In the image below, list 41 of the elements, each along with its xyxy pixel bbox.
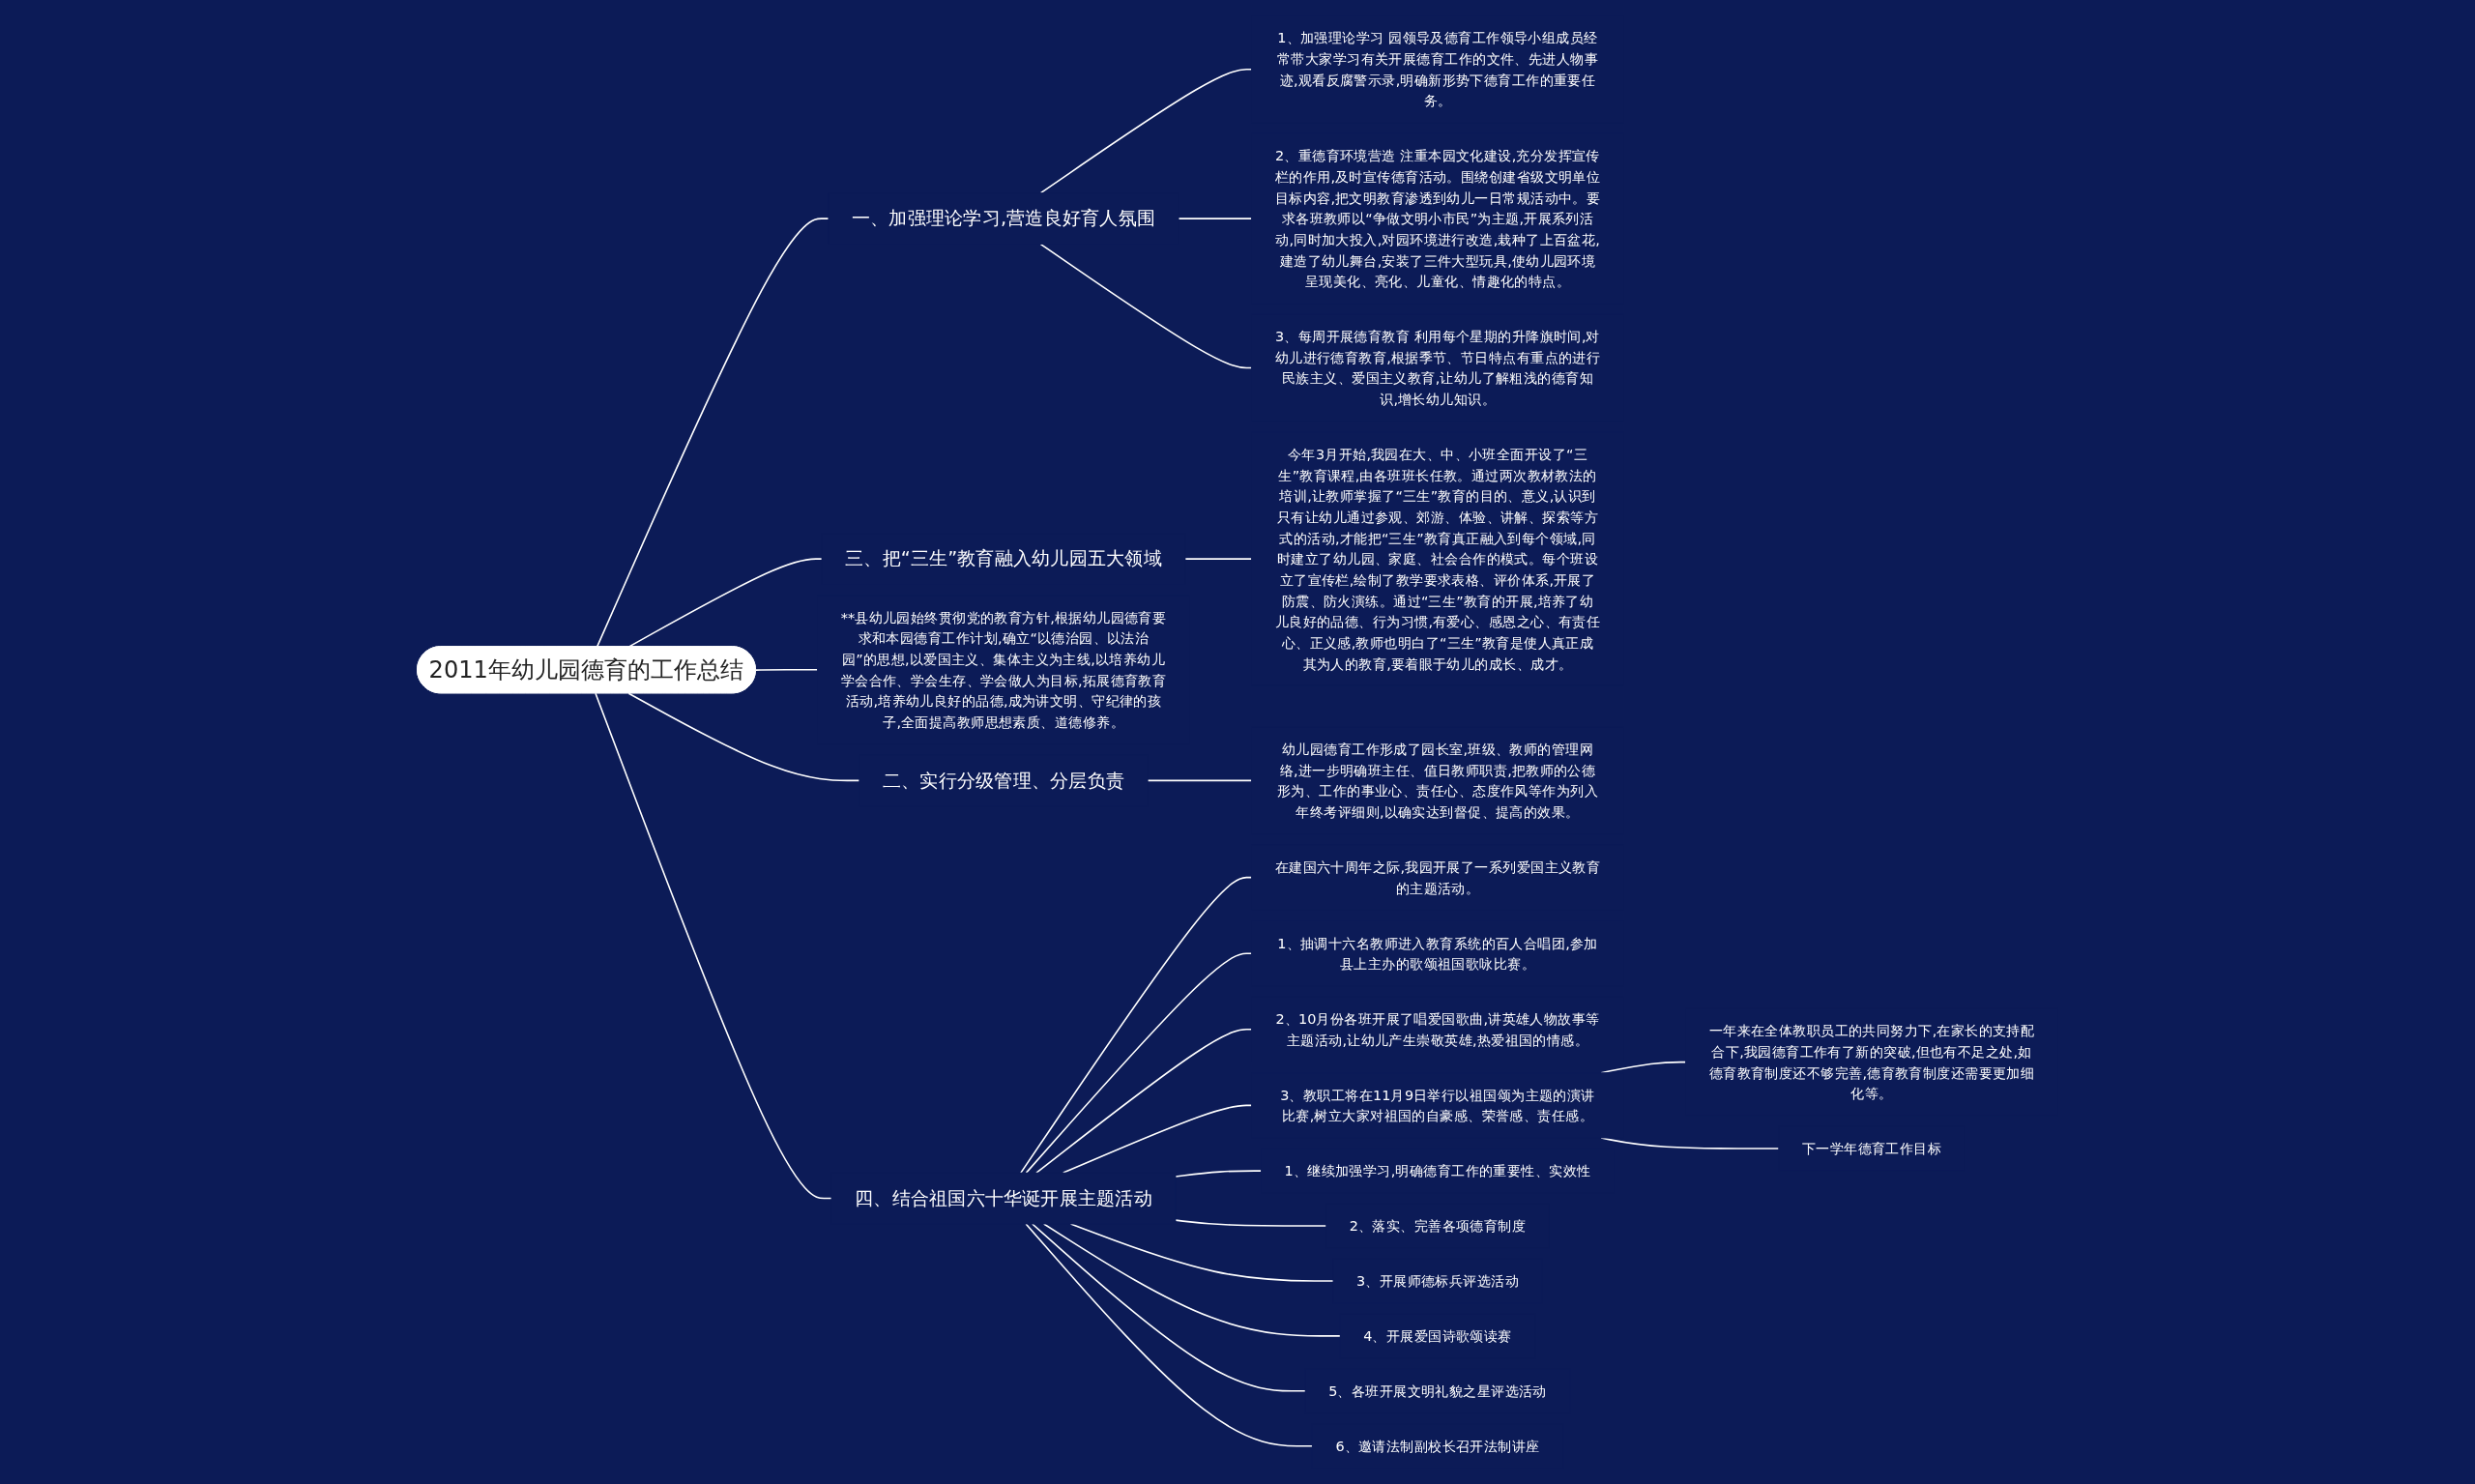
node-text: 1、继续加强学习,明确德育工作的重要性、实效性 [1284, 1162, 1591, 1179]
node-text: 二、实行分级管理、分层负责 [882, 770, 1125, 792]
connector [627, 692, 860, 782]
node-text: 1、加强理论学习 园领导及德育工作领导小组成员经常带大家学习有关开展德育工作的文件、先进人物事迹,观看反腐警示录,明确新形势下德育工作的重要任务。 [1277, 29, 1598, 109]
connector [1039, 243, 1253, 369]
connector [1147, 779, 1253, 782]
connector [1184, 558, 1253, 560]
node-text: 3、开展师德标兵评选活动 [1356, 1272, 1519, 1290]
connector [627, 558, 823, 648]
connector [1175, 1219, 1327, 1227]
node-text: **县幼儿园始终贯彻党的教育方针,根据幼儿园德育要求和本园德育工作计划,确立“以德治园、以法治园”的思想,以爱国主义、集体主义为主线,以培养幼儿学会合作、学会生存、学会做人为目标,拓展德育教育活动,培养幼儿良好的品德,成为讲文明、守纪律的孩子,全面提高教师思想素质、道德修养。 [840, 609, 1167, 731]
connector [1025, 952, 1253, 1174]
node-text: 一年来在全体教职员工的共同努力下,在家长的支持配合下,我园德育工作有了新的突破,但也有不足之处,如德育教育制度还不够完善,德育教育制度还需要更加细化等。 [1708, 1022, 2035, 1102]
node-text: 在建国六十周年之际,我园开展了一系列爱国主义教育的主题活动。 [1274, 858, 1601, 896]
connector [755, 668, 819, 671]
node-text: 2、10月份各班开展了唱爱国歌曲,讲英雄人物故事等主题活动,让幼儿产生崇敬英雄,热爱祖国的情感。 [1275, 1010, 1600, 1049]
node-text: 4、开展爱国诗歌颂读赛 [1363, 1327, 1512, 1345]
node-text: 三、把“三生”教育融入幼儿园五大领域 [845, 547, 1162, 570]
node-text: 一、加强理论学习,营造良好育人氛围 [851, 207, 1155, 230]
connector [1020, 876, 1253, 1174]
node-text: 今年3月开始,我园在大、中、小班全面开设了“三生”教育课程,由各班班长任教。通过两次教材教法的培训,让教师掌握了“三生”教育的目的、意义,认识到只有让幼儿通过参观、郊游、体验、讲解、探索等方式的活动,才能把“三生”教育真正融入到每个领域,同时建立了幼儿园、家庭、社会合作的模式。每个班设立了宣传栏,绘制了教学要求表格、评价体系,开展了防震、防火演练。通过“三生”教育的开展,培养了幼儿良好的品德、行为习惯,有爱心、感恩之心、有责任心、正义感,教师也明白了“三生”教育是使人真正成其为人的教育,要着眼于幼儿的成长、成才。 [1274, 446, 1601, 672]
node-text: 幼儿园德育工作形成了园长室,班级、教师的管理网络,进一步明确班主任、值日教师职责,把教师的公德形为、工作的事业心、责任心、态度作风等作为列入年终考评细则,以确实达到督促、提高的效果。 [1277, 741, 1598, 821]
node-text: 四、结合祖国六十华诞开展主题活动 [855, 1187, 1152, 1209]
node-text: 3、教职工将在11月9日举行以祖国颂为主题的演讲比赛,树立大家对祖国的自豪感、荣誉感、责任感。 [1280, 1087, 1595, 1124]
node-text: 下一学年德育工作目标 [1801, 1140, 1942, 1157]
connector [1178, 218, 1253, 219]
connector [1062, 1104, 1253, 1174]
node-text: 6、邀请法制副校长召开法制讲座 [1335, 1438, 1540, 1455]
node-text: 3、每周开展德育教育 利用每个星期的升降旗时间,对幼儿进行德育教育,根据季节、节日特点有重点的进行民族主义、爱国主义教育,让幼儿了解粗浅的德育知识,增长幼儿知识。 [1274, 328, 1601, 408]
connector [1175, 1170, 1263, 1178]
connector [1032, 1223, 1306, 1392]
connector [1025, 1223, 1314, 1447]
node-text: 1、抽调十六名教师进入教育系统的百人合唱团,参加县上主办的歌颂祖国歌咏比赛。 [1277, 934, 1598, 973]
connector [1039, 68, 1253, 194]
node-text: 2、重德育环境营造 注重本园文化建设,充分发挥宣传栏的作用,及时宣传德育活动。围绕创建省级文明单位目标内容,把文明教育渗透到幼儿一日常规活动中。要求各班教师以“争做文明小市民”为主题,开展系列活动,同时加大投入,对园环境进行改造,栽种了上百盆花,建造了幼儿舞台,安装了三件大型玩具,使幼儿园环境呈现美化、亮化、儿童化、情趣化的特点。 [1274, 147, 1601, 290]
connector [596, 218, 830, 648]
connector [595, 692, 832, 1200]
node-text: 5、各班开展文明礼貌之星评选活动 [1328, 1382, 1547, 1400]
connector [1042, 1223, 1341, 1337]
connector [1035, 1028, 1253, 1174]
node-text: 2、落实、完善各项德育制度 [1349, 1217, 1527, 1235]
